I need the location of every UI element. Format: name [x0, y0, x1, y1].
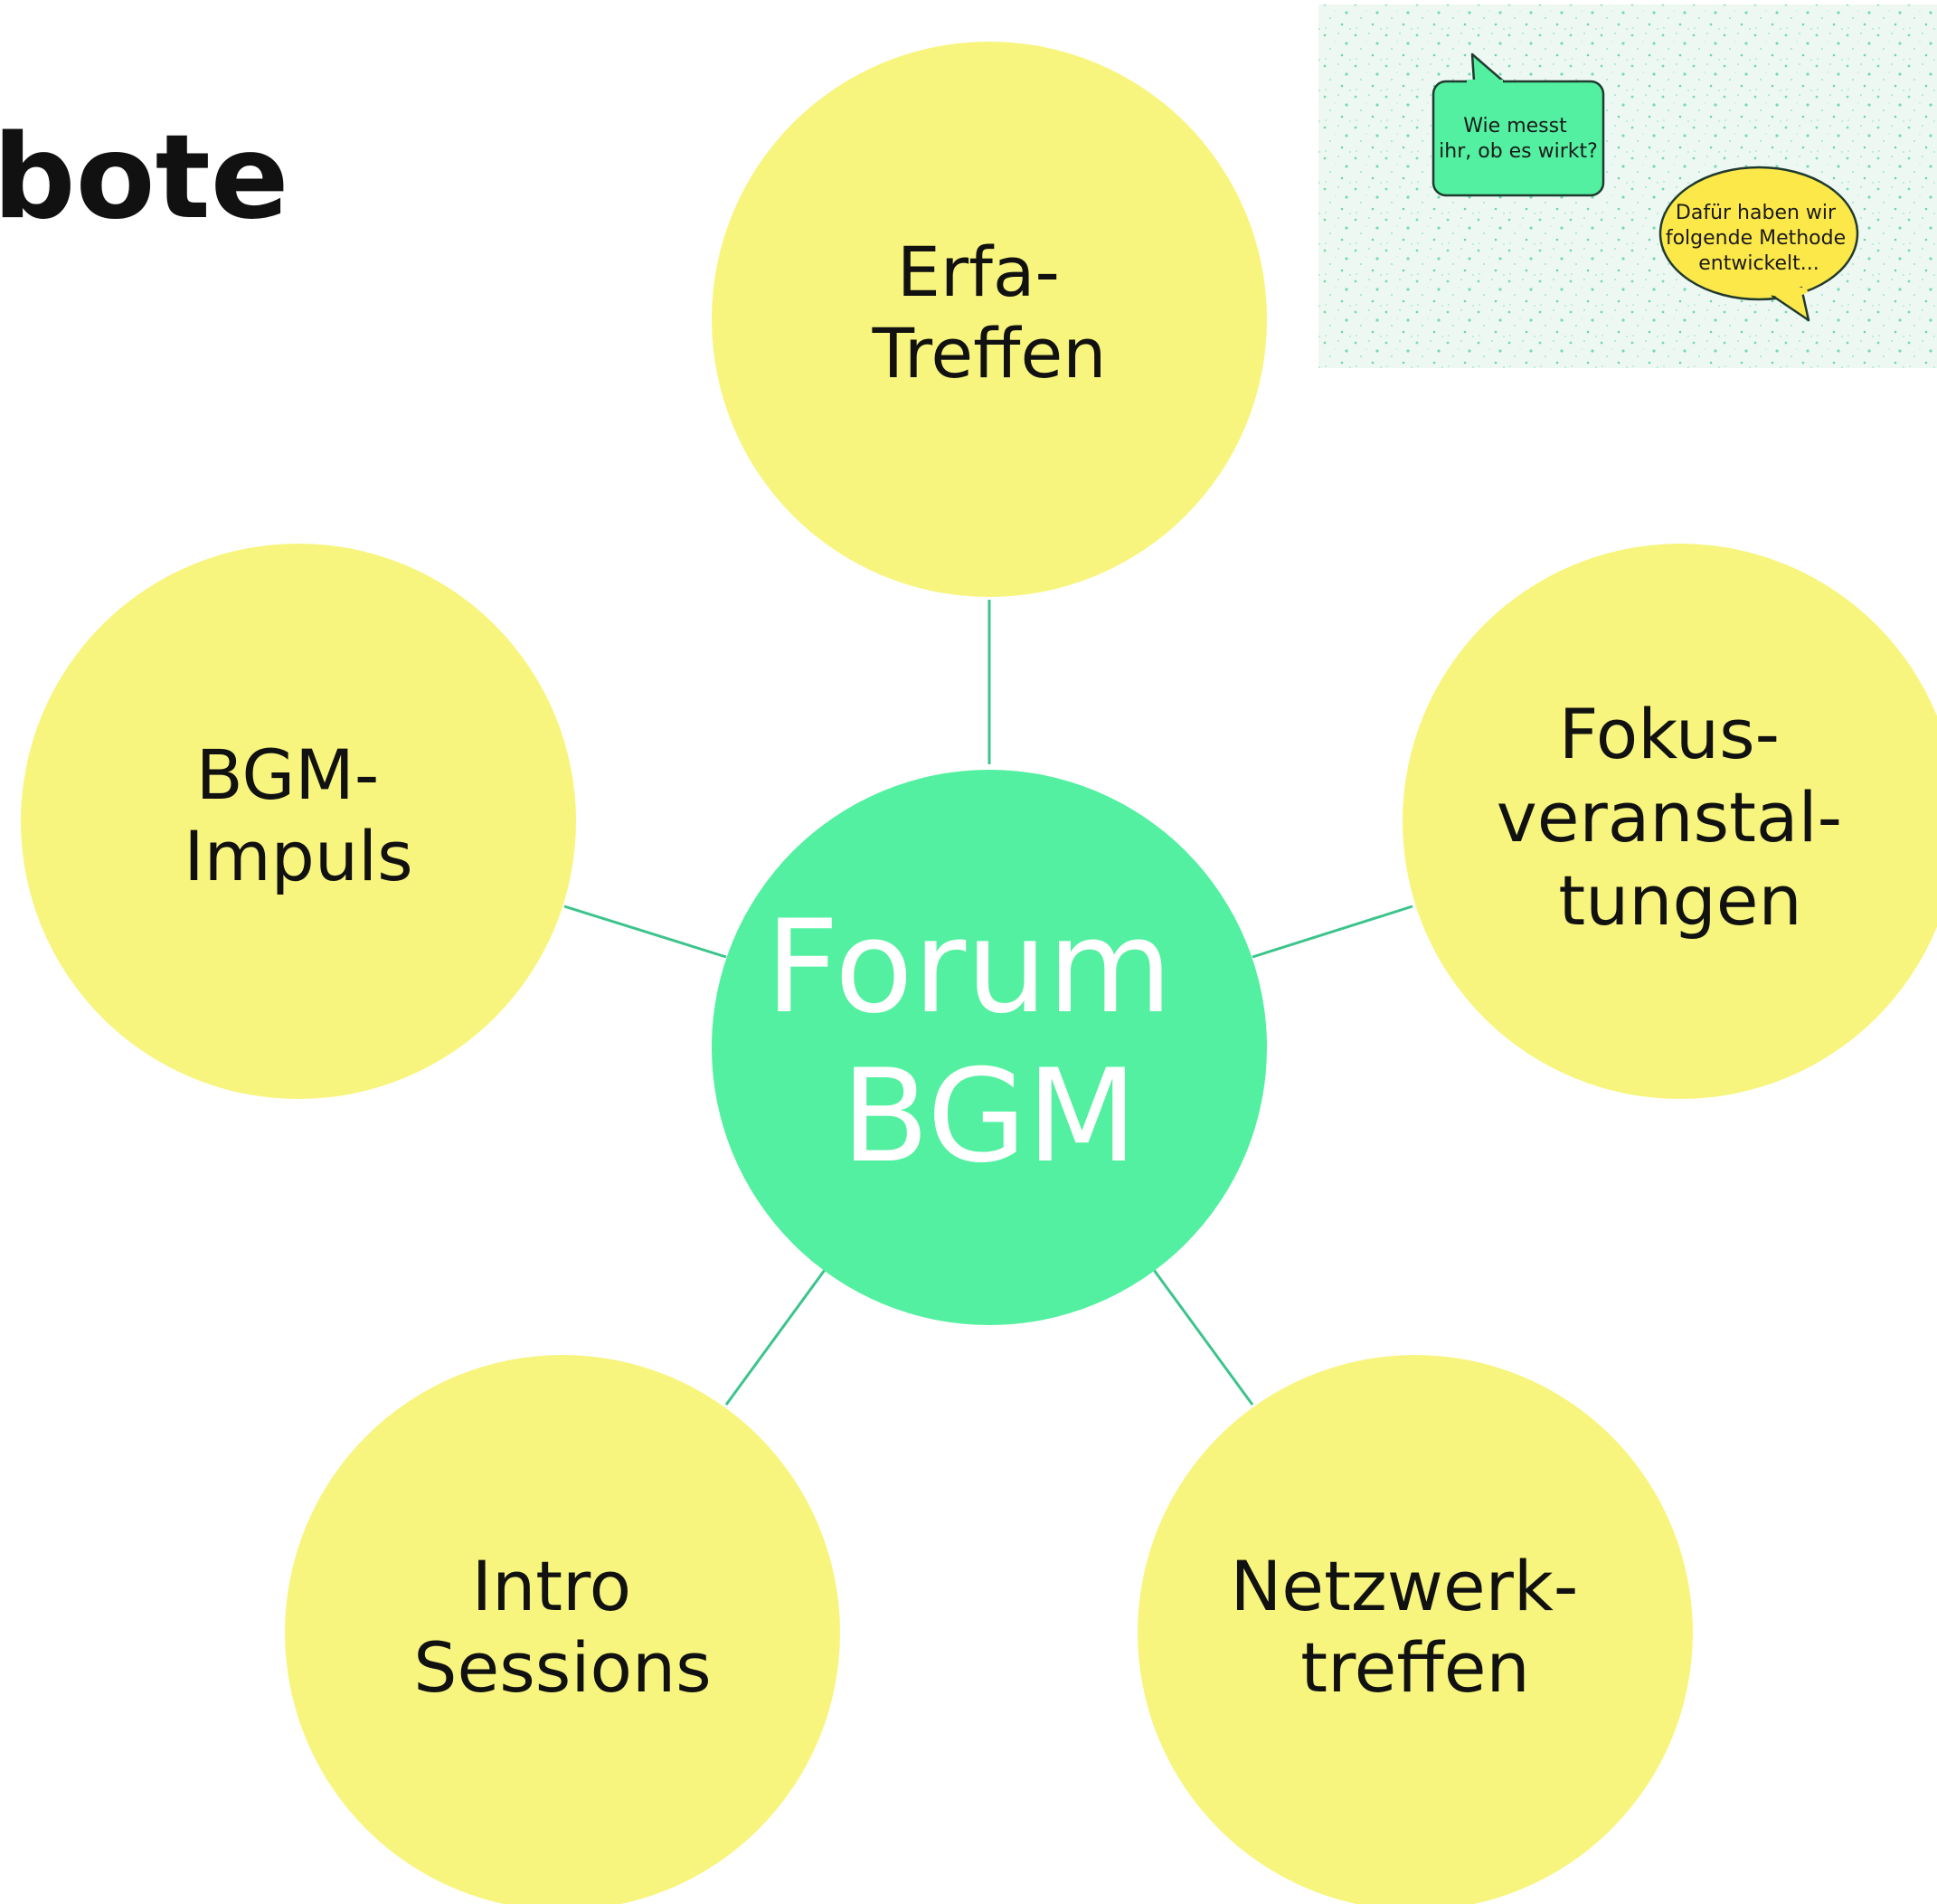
offering-intro-circle	[285, 1355, 840, 1904]
question-bubble-joint	[1467, 80, 1503, 87]
offering-bgm-impuls-circle	[21, 544, 576, 1099]
answer-line-1: Dafür haben wir	[1676, 202, 1837, 224]
answer-bubble-body	[1658, 166, 1859, 301]
offering-netzwerk: Netzwerk- treffen	[1138, 1355, 1693, 1904]
answer-line-3: entwickelt...	[1698, 252, 1819, 275]
question-bubble-box	[1431, 80, 1605, 197]
question-line-2: ihr, ob es wirkt?	[1439, 140, 1598, 163]
offering-intro: Intro Sessions	[285, 1355, 840, 1904]
offering-erfa: Erfa- Treffen	[712, 42, 1267, 597]
hub-line-2: BGM	[841, 1042, 1137, 1191]
offering-fokus-label: Fokus- veranstal- tungen	[1497, 694, 1864, 941]
offering-fokus-circle	[1403, 544, 1937, 1099]
offering-fokus-line-1: Fokus-	[1559, 694, 1780, 774]
offering-intro-line-1: Intro	[472, 1546, 631, 1626]
connector-intro	[724, 1269, 827, 1406]
answer-bubble-text: Dafür haben wir folgende Methode entwick…	[1666, 202, 1852, 275]
connector-bgm-impuls	[563, 905, 727, 959]
question-bubble: Wie messt ihr, ob es wirkt?	[1431, 52, 1605, 197]
offering-bgm-impuls: BGM- Impuls	[21, 544, 576, 1099]
offering-intro-label: Intro Sessions	[413, 1546, 712, 1708]
page-heading: bote	[0, 110, 289, 245]
offering-erfa-line-2: Treffen	[872, 313, 1107, 393]
connectors	[563, 600, 1413, 1406]
offering-netzwerk-circle	[1138, 1355, 1693, 1904]
hub-forum-bgm: Forum BGM	[712, 770, 1267, 1325]
offering-bgm-impuls-line-1: BGM-	[196, 734, 380, 815]
connector-netzwerk	[1152, 1269, 1254, 1406]
offering-erfa-circle	[712, 42, 1267, 597]
hub-label: Forum BGM	[765, 893, 1213, 1191]
answer-line-2: folgende Methode	[1666, 227, 1846, 250]
answer-bubble: Dafür haben wir folgende Methode entwick…	[1658, 166, 1859, 322]
offering-netzwerk-label: Netzwerk- treffen	[1230, 1546, 1600, 1708]
answer-bubble-joint	[1764, 286, 1808, 297]
offering-erfa-line-1: Erfa-	[897, 232, 1060, 312]
offering-intro-line-2: Sessions	[413, 1627, 712, 1708]
thumbnail-speckle	[1318, 5, 1937, 368]
hub-circle	[712, 770, 1267, 1325]
offering-bgm-impuls-line-2: Impuls	[184, 816, 413, 896]
offering-bgm-impuls-label: BGM- Impuls	[184, 734, 413, 896]
question-line-1: Wie messt	[1463, 115, 1567, 137]
offering-netzwerk-line-2: treffen	[1300, 1627, 1529, 1708]
offering-erfa-label: Erfa- Treffen	[872, 232, 1107, 393]
offering-fokus-line-3: tungen	[1558, 860, 1801, 941]
thumbnail-panel: Wie messt ihr, ob es wirkt? Dafür haben …	[1318, 5, 1937, 368]
question-bubble-text: Wie messt ihr, ob es wirkt?	[1439, 115, 1598, 163]
offering-fokus-line-2: veranstal-	[1497, 777, 1842, 857]
connector-fokus	[1252, 905, 1413, 959]
offering-fokus: Fokus- veranstal- tungen	[1403, 544, 1937, 1099]
offering-netzwerk-line-1: Netzwerk-	[1230, 1546, 1578, 1626]
hub-line-1: Forum	[765, 893, 1172, 1042]
